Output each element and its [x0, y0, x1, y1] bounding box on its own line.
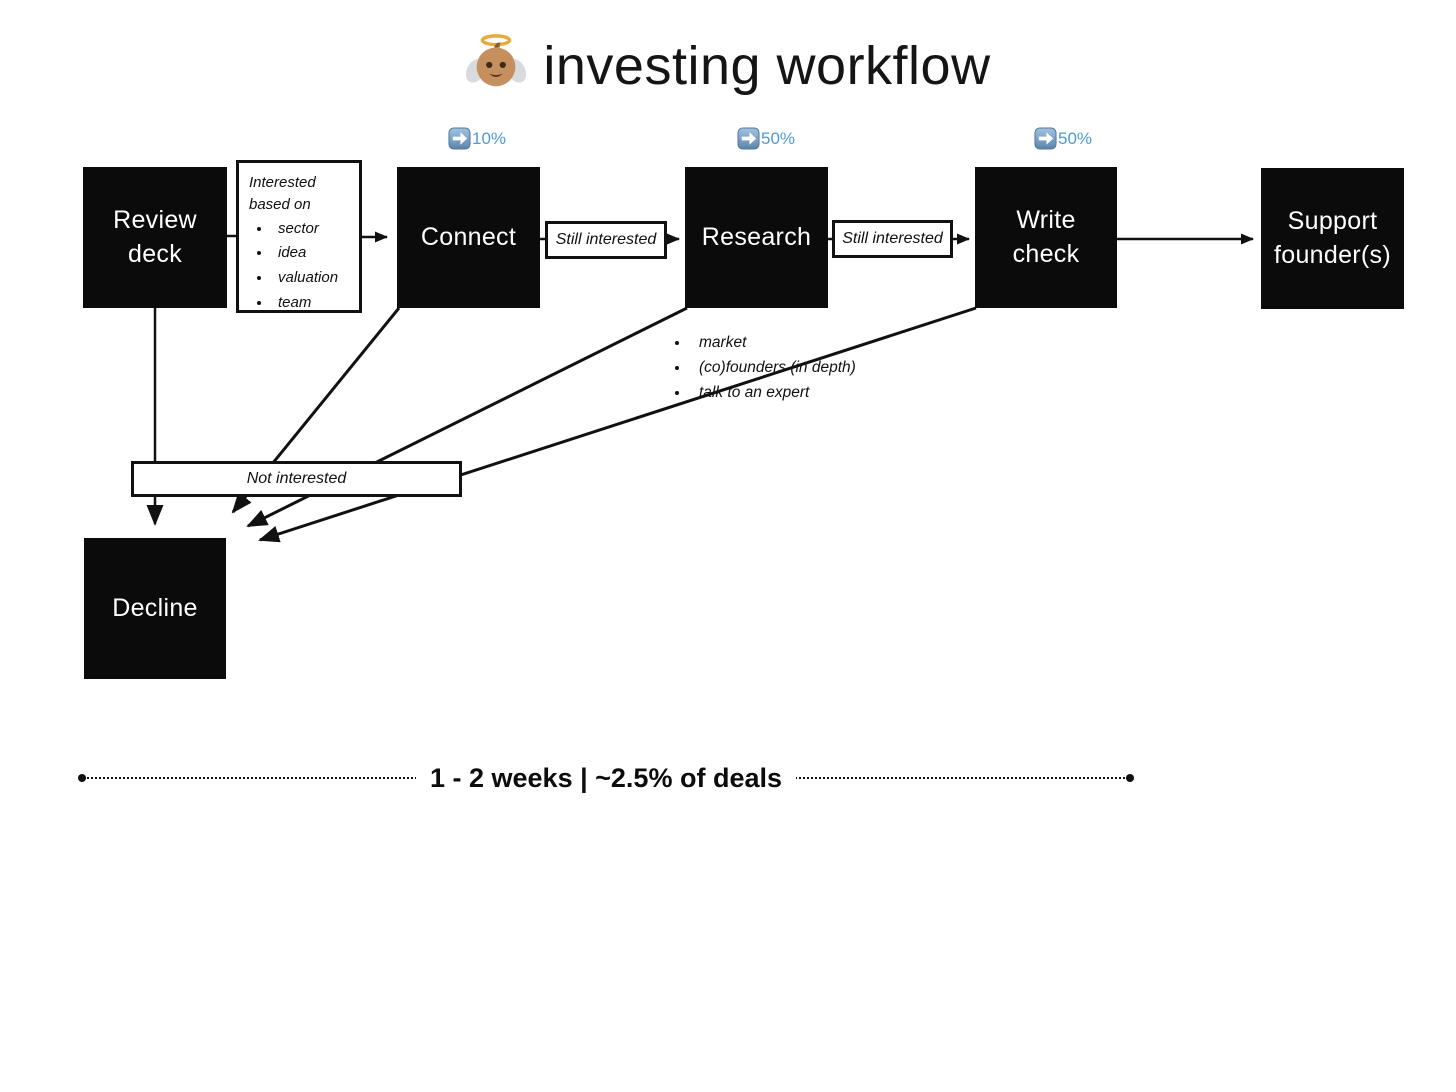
edge-label-text: Still interested: [555, 231, 657, 248]
rate-value: 50%: [761, 128, 796, 148]
node-connect: Connect: [397, 167, 540, 308]
node-label: Support founder(s): [1274, 206, 1391, 269]
timeline: 1 - 2 weeks | ~2.5% of deals: [78, 759, 1134, 797]
conversion-rate-connect: 10%: [448, 127, 506, 150]
research-note-item: (co)founders (in depth): [690, 359, 856, 377]
node-research: Research: [685, 167, 828, 308]
node-label: Research: [701, 222, 812, 251]
node-label: Decline: [112, 593, 198, 622]
arrow-right-emoji: [448, 127, 471, 150]
criteria-item: valuation: [272, 267, 351, 289]
timeline-label: 1 - 2 weeks | ~2.5% of deals: [416, 759, 796, 797]
conversion-rate-write-check: 50%: [1034, 127, 1092, 150]
criteria-item: sector: [272, 218, 351, 240]
node-decline: Decline: [84, 538, 226, 679]
conversion-rate-research: 50%: [737, 127, 795, 150]
research-notes: market (co)founders (in depth) talk to a…: [666, 334, 856, 409]
criteria-item: team: [272, 292, 351, 314]
research-note-item: talk to an expert: [690, 384, 856, 402]
edge-label-still-interested-1: Still interested: [545, 221, 667, 259]
node-write-check: Write check: [975, 167, 1117, 308]
node-label: Write check: [1012, 205, 1080, 268]
node-review-deck: Review deck: [83, 167, 227, 308]
edge-label-text: Not interested: [246, 470, 347, 487]
page-header: investing workflow: [0, 32, 1456, 99]
criteria-item: idea: [272, 242, 351, 264]
arrow-right-emoji: [1034, 127, 1057, 150]
edge-label-text: Still interested: [842, 230, 943, 247]
node-support-founders: Support founder(s): [1261, 168, 1404, 309]
interested-criteria-note: Interested based on sector idea valuatio…: [236, 160, 362, 313]
page-title: investing workflow: [543, 35, 991, 96]
research-note-item: market: [690, 334, 856, 352]
arrow-right-emoji: [737, 127, 760, 150]
edge-label-not-interested: Not interested: [131, 461, 462, 497]
baby-angel-emoji: [465, 32, 527, 99]
node-label: Connect: [420, 222, 517, 251]
note-heading: Interested based on: [249, 174, 316, 213]
rate-value: 10%: [472, 128, 507, 148]
timeline-start-dot: [78, 774, 86, 782]
rate-value: 50%: [1058, 128, 1093, 148]
node-label: Review deck: [113, 205, 197, 268]
edge-label-still-interested-2: Still interested: [832, 220, 953, 258]
criteria-list: sector idea valuation team: [249, 218, 351, 314]
timeline-end-dot: [1126, 774, 1134, 782]
